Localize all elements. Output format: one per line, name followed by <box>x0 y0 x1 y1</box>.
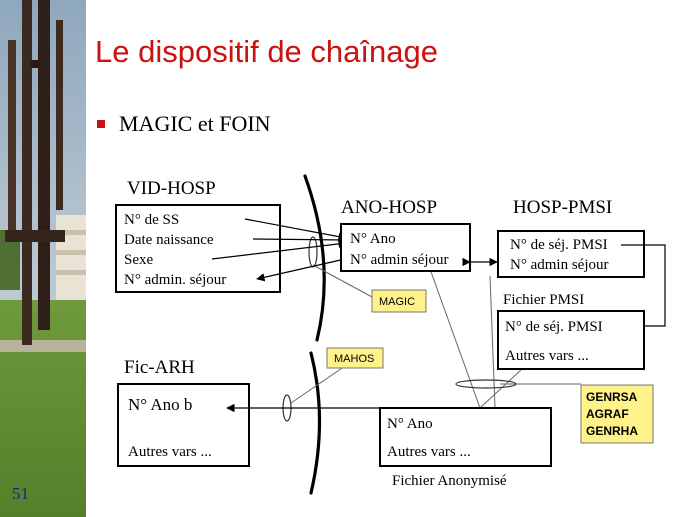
ano-hosp-field: N° Ano <box>350 231 396 247</box>
magic-link-line <box>312 264 373 298</box>
arrow-ano-to-admin <box>256 258 346 282</box>
fichier-anonymise-field: N° Ano <box>387 416 433 432</box>
separator-curve-bottom <box>309 351 322 495</box>
fichier-anonymise-caption: Fichier Anonymisé <box>392 473 507 489</box>
fic-arh-field: N° Ano b <box>128 395 192 414</box>
vid-hosp-field: Date naissance <box>124 232 214 248</box>
hosp-pmsi-title: HOSP-PMSI <box>513 197 612 218</box>
genrsa-ring-icon <box>455 379 517 389</box>
hosp-pmsi-field: N° admin séjour <box>510 257 608 273</box>
fichier-anonymise-field: Autres vars ... <box>387 444 471 460</box>
ano-hosp-title: ANO-HOSP <box>341 197 437 218</box>
magic-tag <box>371 289 427 313</box>
mahos-link-line <box>290 363 349 404</box>
vid-hosp-field: N° admin. séjour <box>124 272 226 288</box>
fichier-pmsi-field: Autres vars ... <box>505 348 589 364</box>
slide-number: 51 <box>12 484 29 503</box>
bullet-text: MAGIC et FOIN <box>119 111 271 136</box>
algo-tag <box>580 384 654 444</box>
sculpture-photo <box>0 0 86 517</box>
fichier-pmsi-field: N° de séj. PMSI <box>505 319 603 335</box>
algo-tag-label: GENRSA <box>586 390 638 404</box>
hosp-pmsi-field: N° de séj. PMSI <box>510 237 608 253</box>
fic-arh-box <box>117 383 250 467</box>
separator-curve-top <box>303 174 326 342</box>
hosp-pmsi-box <box>497 230 645 278</box>
slide-title: Le dispositif de chaînage <box>95 34 438 69</box>
vid-hosp-title: VID-HOSP <box>127 178 216 199</box>
fichier-pmsi-title: Fichier PMSI <box>503 292 584 308</box>
ano-hosp-box <box>340 223 471 272</box>
magic-ring-icon <box>308 236 318 268</box>
magic-tag-label: MAGIC <box>379 296 415 308</box>
bullet-item: MAGIC et FOIN <box>97 111 271 137</box>
vid-hosp-field: N° de SS <box>124 212 179 228</box>
fichier-anonymise-box <box>379 407 552 467</box>
fichier-pmsi-box <box>497 310 645 370</box>
pmsi-to-output-line <box>479 368 523 409</box>
vid-hosp-field: Sexe <box>124 252 154 268</box>
hosp-to-output-line <box>489 275 496 409</box>
fic-arh-title: Fic-ARH <box>124 357 195 378</box>
vid-hosp-box <box>115 204 281 293</box>
fic-arh-field: Autres vars ... <box>128 444 212 460</box>
algo-tag-label: AGRAF <box>586 407 629 421</box>
algo-tag-label: GENRHA <box>586 424 638 438</box>
ano-hosp-field: N° admin séjour <box>350 252 448 268</box>
arrow-sexe-to-ano <box>211 239 347 260</box>
ano-to-output-line <box>429 268 481 409</box>
mahos-tag <box>326 347 384 369</box>
bullet-square-icon <box>97 120 105 128</box>
mahos-tag-label: MAHOS <box>334 353 374 365</box>
arrow-date-to-ano <box>252 235 347 245</box>
arrow-ss-to-ano <box>244 218 347 241</box>
